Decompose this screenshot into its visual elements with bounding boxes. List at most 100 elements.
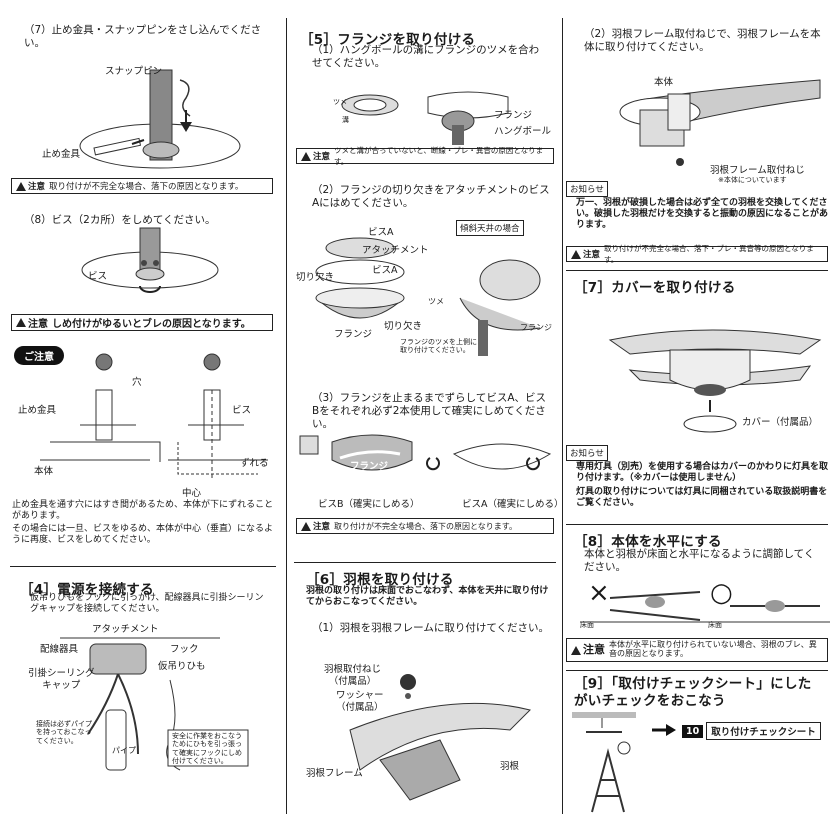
blade-frame-label: 羽根フレーム [306, 768, 363, 779]
claw-note: フランジのツメを上側に取り付けてください。 [400, 338, 477, 355]
cover-illustration [608, 329, 822, 433]
warning-icon [301, 521, 311, 531]
notch-label: 切り欠き [384, 321, 423, 332]
notice-text: 灯具の取り付けについては灯具に同梱されている取扱説明書をご覧ください。 [576, 487, 828, 508]
screwB-label: ビスB（確実にしめる） [318, 499, 420, 510]
section4-text: 仮吊りひもをフックに引っかけ、配線器具に引掛シーリングキャップを接続してください… [30, 593, 264, 614]
frame-screw-note: ※本体についています [718, 176, 787, 184]
section6-title: ［6］羽根を取り付ける [306, 572, 454, 588]
step7-text: （7）止め金具・スナップピンをさし込んでください。 [24, 24, 262, 49]
caution-box: 注意 本体が水平に取り付けられていない場合、羽根のブレ、異音の原因となります。 [566, 638, 828, 662]
step2-frame-text: （2）羽根フレーム取付ねじで、羽根フレームを本体に取り付けてください。 [584, 28, 821, 53]
flange-hangball-illustration [341, 91, 509, 145]
frame-screw-label: 羽根フレーム取付ねじ [710, 165, 805, 176]
caution-box: 注意 しめ付けがゆるいとブレの原因となります。 [11, 314, 273, 331]
hook-label: フック [170, 644, 199, 655]
step8-text: （8）ビス（2カ所）をしめてください。 [24, 214, 216, 226]
screw-illustration [81, 227, 219, 293]
body-label: 本体 [654, 77, 674, 88]
warning-icon [301, 151, 311, 161]
blade-illustration [349, 674, 531, 801]
step3-text: （3）フランジを止まるまでずらしてビスA、ビスBをそれぞれ必ず2本使用して確実に… [312, 392, 547, 430]
notice-text: 万一、羽根が破損した場合は必ず全ての羽根を交換してください。破損した羽根だけを交… [576, 198, 829, 230]
flange-label: フランジ [350, 461, 389, 472]
hang-ball-label: ハングボール [494, 126, 552, 137]
warning-icon [571, 645, 581, 655]
caution-box: 注意 取り付けが不完全な場合、落下の原因となります。 [11, 178, 273, 194]
hole-label: 穴 [132, 377, 142, 388]
caution-box: 注意 取り付けが不完全な場合、落下の原因となります。 [296, 518, 554, 534]
blade-label: 羽根 [500, 761, 520, 772]
washer-label: ワッシャー （付属品） [336, 690, 384, 713]
arrow-right-icon [652, 724, 676, 736]
temp-cord-label: 仮吊りひも [158, 661, 206, 672]
section-divider [294, 562, 556, 563]
section8-title: ［8］本体を水平にする [574, 534, 722, 550]
warning-icon [16, 181, 26, 191]
alignment-diagram [40, 353, 268, 480]
screwA-label: ビスA [372, 265, 398, 276]
section8-text: 本体と羽根が床面と水平になるように調節してください。 [584, 548, 815, 573]
pipe-label: パイプ [112, 746, 136, 755]
column-divider [286, 18, 287, 814]
flange-label: フランジ [520, 323, 552, 332]
notice-text: 止め金具を通す穴にはすき間があるため、本体が下にずれることがあります。 [12, 500, 274, 521]
notice-tag: お知らせ [566, 445, 608, 461]
flange-label: フランジ [334, 329, 373, 340]
section-divider [566, 670, 828, 671]
notice-text: 専用灯具（別売）を使用する場合はカバーのかわりに灯具を取り付けます。（※カバーは… [576, 462, 829, 483]
notch-label: 切り欠き [296, 272, 335, 283]
section-divider [566, 270, 828, 271]
screwA-label: ビスA [368, 227, 394, 238]
notice-tag: お知らせ [566, 181, 608, 197]
checksheet-reference: 10 取り付けチェックシート [682, 722, 821, 740]
section5-title: ［5］フランジを取り付ける [300, 32, 476, 48]
section7-title: ［7］カバーを取り付ける [574, 280, 736, 296]
cover-label: カバー（付属品） [742, 417, 819, 428]
level-illustration [580, 591, 830, 623]
stop-fitting-label: 止め金具 [42, 149, 81, 160]
good-mark: ○ [710, 578, 733, 608]
column-divider [562, 18, 563, 814]
warning-icon [16, 318, 26, 327]
body-label: 本体 [34, 466, 54, 477]
flange-notch-illustration [315, 237, 541, 356]
stop-fitting-label: 止め金具 [18, 405, 57, 416]
attachment-label: アタッチメント [362, 245, 429, 256]
section4-title: ［4］電源を接続する [20, 582, 154, 598]
groove-label: 溝 [342, 116, 349, 124]
step2-text: （2）フランジの切り欠きをアタッチメントのビスAにはめてください。 [312, 184, 550, 209]
safety-note: 安全に作業をおこなうためにひもを引っ張って確実にフックにしめ付けてください。 [172, 732, 242, 766]
notice-pill: ご注意 [14, 346, 64, 365]
section6-text: 羽根の取り付けは床面でおこなわず、本体を天井に取り付けてからおこなってください。 [306, 586, 549, 607]
flange-rotate-illustration [299, 434, 552, 471]
wiring-label: 配線器具 [40, 644, 79, 655]
snap-pin-label: スナップピン [105, 66, 163, 77]
wiring-illustration [60, 637, 249, 771]
screw-label: ビス [88, 271, 108, 282]
warning-icon [571, 249, 581, 259]
attachment-label: アタッチメント [92, 624, 159, 635]
pipe-note: 接続は必ずパイプを持っておこなってください。 [36, 720, 92, 745]
caution-box: 注意 取り付けが不完全な場合、落下・ブレ・異音等の原因となります。 [566, 244, 828, 264]
screw-label: ビス [232, 405, 252, 416]
center-label: 中心 [182, 488, 202, 499]
frame-mount-illustration [619, 79, 821, 166]
ceiling-cap-label: 引掛シーリング キャップ [28, 668, 95, 691]
claw-label: ツメ [428, 297, 444, 306]
floor-label: 床面 [708, 621, 722, 629]
flange-label: フランジ [494, 110, 533, 121]
bad-mark: × [588, 578, 610, 608]
ladder-illustration [572, 712, 636, 813]
section9-title: ［9］「取付けチェックシート」にしたがいチェックをおこなう [574, 676, 812, 709]
blade-screw-label: 羽根取付ねじ （付属品） [324, 664, 382, 687]
step6-1-text: （1）羽根を羽根フレームに取り付けてください。 [312, 622, 550, 634]
shift-label: ずれる [240, 458, 269, 469]
floor-label: 床面 [580, 621, 594, 629]
sloped-ceiling-tag: 傾斜天井の場合 [456, 220, 524, 236]
claw-label: ツメ [333, 98, 347, 106]
caution-box: 注意 ツメと溝が合っていないと、断線・ブレ・異音の原因となります。 [296, 146, 554, 166]
step1-text: （1）ハングボールの溝にフランジのツメを合わせてください。 [312, 44, 540, 69]
section-divider [10, 566, 276, 567]
screwA-label: ビスA（確実にしめる） [462, 499, 564, 510]
